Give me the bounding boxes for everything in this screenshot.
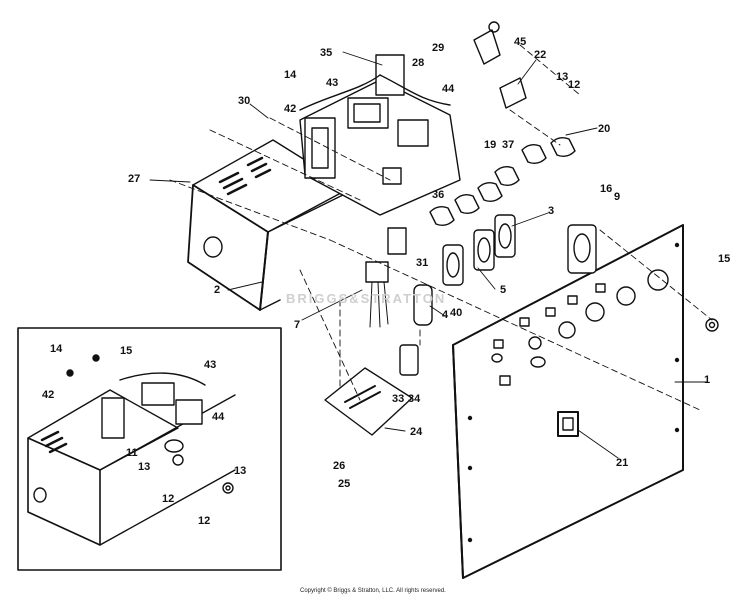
callout-7: 7 bbox=[294, 319, 301, 331]
callout-26: 26 bbox=[333, 460, 346, 472]
inset-callout-42: 42 bbox=[42, 389, 55, 401]
callout-1: 1 bbox=[704, 374, 711, 386]
callout-16: 16 bbox=[600, 183, 613, 195]
housing-box bbox=[187, 139, 381, 311]
front-panel bbox=[452, 224, 684, 579]
inset-callout-13a: 13 bbox=[138, 461, 151, 473]
callout-28: 28 bbox=[412, 57, 425, 69]
inset-callout-44: 44 bbox=[212, 411, 225, 423]
breaker-caps bbox=[429, 136, 576, 227]
callout-14: 14 bbox=[284, 69, 297, 81]
callout-24: 24 bbox=[410, 426, 423, 438]
inset-callout-12b: 12 bbox=[198, 515, 211, 527]
callout-43: 43 bbox=[326, 77, 339, 89]
copyright-notice: Copyright © Briggs & Stratton, LLC. All … bbox=[300, 588, 446, 594]
callout-33: 33 bbox=[392, 393, 405, 405]
callout-2: 2 bbox=[214, 284, 221, 296]
callout-3: 3 bbox=[548, 205, 555, 217]
watermark-text: BRIGGS&STRATTON bbox=[286, 291, 447, 306]
callout-35: 35 bbox=[320, 47, 333, 59]
callout-30: 30 bbox=[238, 95, 251, 107]
callout-21: 21 bbox=[616, 457, 629, 469]
callout-20: 20 bbox=[598, 123, 611, 135]
callout-15: 15 bbox=[718, 253, 731, 265]
inset-detail bbox=[17, 327, 282, 571]
callout-5: 5 bbox=[500, 284, 507, 296]
callout-27: 27 bbox=[128, 173, 141, 185]
callout-34: 34 bbox=[408, 393, 421, 405]
inset-callout-43: 43 bbox=[204, 359, 217, 371]
callout-22: 22 bbox=[534, 49, 547, 61]
callout-13: 13 bbox=[556, 71, 569, 83]
inset-callout-14: 14 bbox=[50, 343, 63, 355]
callout-25: 25 bbox=[338, 478, 351, 490]
callout-31: 31 bbox=[416, 257, 429, 269]
callout-36: 36 bbox=[432, 189, 445, 201]
callout-44: 44 bbox=[442, 83, 455, 95]
receptacles bbox=[324, 214, 597, 436]
assembly-lines bbox=[169, 44, 713, 411]
callout-37: 37 bbox=[502, 139, 515, 151]
inset-callout-15: 15 bbox=[120, 345, 133, 357]
callout-42: 42 bbox=[284, 103, 297, 115]
callout-40: 40 bbox=[450, 307, 463, 319]
leader-lines bbox=[149, 51, 708, 459]
inset-callout-12a: 12 bbox=[162, 493, 175, 505]
rear-bracket bbox=[299, 54, 461, 216]
inset-callout-11: 11 bbox=[126, 447, 138, 459]
callout-4: 4 bbox=[442, 309, 449, 321]
callout-29: 29 bbox=[432, 42, 445, 54]
terminal-block bbox=[473, 21, 719, 332]
callout-12: 12 bbox=[568, 79, 581, 91]
inset-callout-13b: 13 bbox=[234, 465, 247, 477]
callout-45: 45 bbox=[514, 36, 527, 48]
callout-19: 19 bbox=[484, 139, 497, 151]
callout-9: 9 bbox=[614, 191, 621, 203]
